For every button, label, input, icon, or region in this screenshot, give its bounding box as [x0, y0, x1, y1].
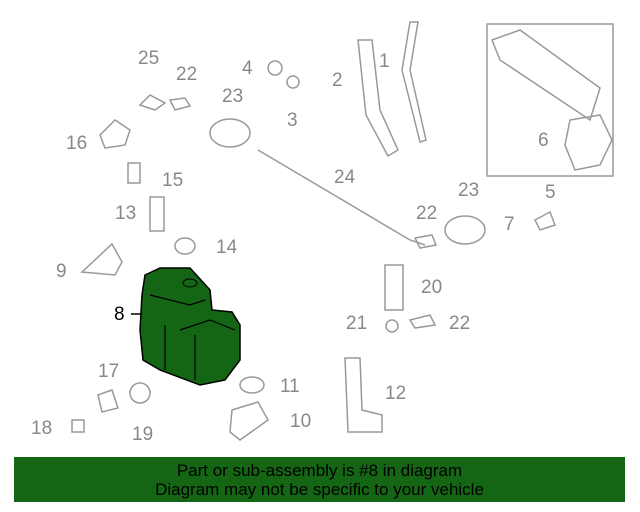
callout-3[interactable]: 3 — [287, 110, 298, 131]
callout-4[interactable]: 4 — [242, 58, 253, 79]
wiper-arm-2 — [357, 39, 399, 158]
part-22a — [168, 97, 192, 111]
callout-15[interactable]: 15 — [162, 170, 184, 191]
callout-24[interactable]: 24 — [334, 167, 356, 188]
callout-16[interactable]: 16 — [66, 133, 88, 154]
part-13 — [149, 196, 165, 232]
part-25 — [138, 94, 167, 111]
callout-25[interactable]: 25 — [138, 48, 160, 69]
callout-6[interactable]: 6 — [538, 130, 549, 151]
bracket-12 — [344, 357, 383, 433]
part-14 — [174, 237, 196, 255]
callout-11[interactable]: 11 — [280, 376, 300, 397]
bracket-10 — [229, 401, 269, 441]
callout-14[interactable]: 14 — [216, 237, 238, 258]
wiper-linkage — [491, 29, 601, 122]
wiper-motor — [564, 114, 613, 171]
info-banner: Part or sub-assembly is #8 in diagram Di… — [14, 457, 625, 502]
callout-23[interactable]: 23 — [458, 180, 480, 201]
callout-5[interactable]: 5 — [545, 182, 556, 203]
part-4 — [267, 60, 283, 76]
part-15 — [127, 162, 141, 184]
callout-19[interactable]: 19 — [132, 424, 154, 445]
part-7 — [534, 210, 556, 231]
washer-hose — [257, 149, 426, 246]
grommet-11 — [239, 376, 265, 394]
wiper-blade-1 — [401, 21, 427, 143]
callout-13[interactable]: 13 — [115, 203, 137, 224]
callout-22[interactable]: 22 — [416, 203, 438, 224]
callout-22[interactable]: 22 — [449, 313, 471, 334]
grommet-19 — [129, 382, 151, 404]
part-22c — [408, 314, 437, 329]
nozzle-23b — [444, 215, 486, 245]
callout-12[interactable]: 12 — [385, 383, 407, 404]
callout-8[interactable]: 8 — [114, 304, 125, 325]
part-18 — [71, 419, 85, 433]
callout-1[interactable]: 1 — [379, 51, 390, 72]
callout-2[interactable]: 2 — [332, 70, 343, 91]
callout-17[interactable]: 17 — [98, 361, 120, 382]
part-9 — [80, 242, 123, 276]
callout-22[interactable]: 22 — [176, 64, 198, 85]
part-16 — [99, 119, 131, 149]
callout-9[interactable]: 9 — [56, 261, 67, 282]
part-22b — [413, 234, 438, 249]
callout-21[interactable]: 21 — [346, 313, 368, 334]
callout-18[interactable]: 18 — [31, 418, 53, 439]
part-3 — [286, 75, 300, 89]
callout-20[interactable]: 20 — [421, 277, 443, 298]
callout-10[interactable]: 10 — [290, 411, 312, 432]
part-21 — [385, 319, 399, 333]
inset-box — [486, 23, 614, 177]
reservoir-detail — [149, 294, 236, 380]
callout-23[interactable]: 23 — [222, 86, 244, 107]
banner-line-2: Diagram may not be specific to your vehi… — [155, 480, 484, 499]
nozzle-23a — [209, 118, 251, 148]
callout-7[interactable]: 7 — [504, 214, 515, 235]
sensor-17 — [97, 389, 119, 413]
pump-20 — [384, 264, 404, 311]
banner-line-1: Part or sub-assembly is #8 in diagram — [176, 461, 463, 480]
reservoir-cap — [182, 278, 198, 288]
